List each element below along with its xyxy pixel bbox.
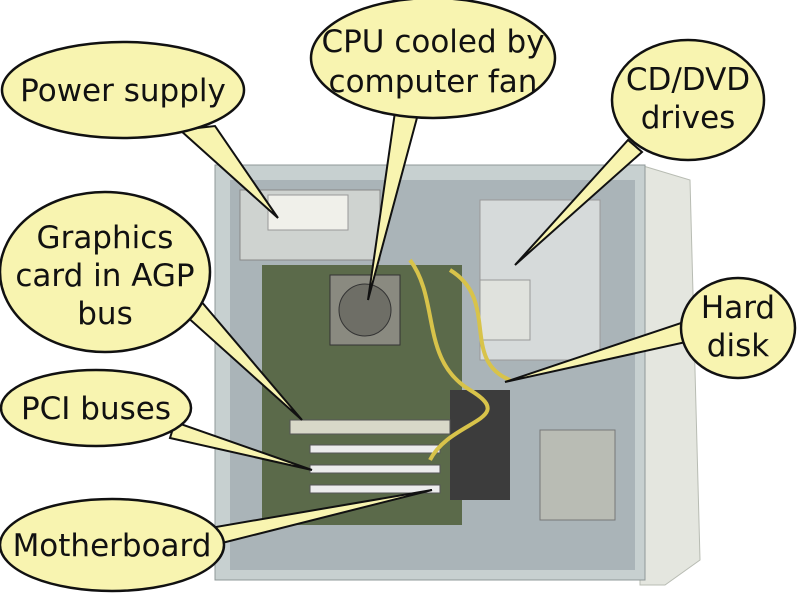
power-supply-bubble [0, 40, 246, 140]
cd-dvd-bubble [610, 38, 766, 162]
graphics-bubble [0, 190, 212, 354]
graphics-label-line3: bus [77, 296, 132, 332]
cpu-bubble [309, 0, 557, 120]
computer-case-photo [214, 164, 701, 586]
motherboard-label: Motherboard [13, 528, 212, 564]
pci-label: PCI buses [21, 391, 171, 427]
cpu-label-line2: computer fan [329, 64, 538, 100]
power-supply-label: Power supply [20, 73, 226, 109]
hard-disk-unit [450, 390, 510, 500]
cd-dvd-pointer [514, 138, 644, 266]
hard-disk-label-line1: Hard [701, 290, 775, 326]
hard-disk-label-line2: disk [707, 328, 769, 364]
motherboard-bubble [0, 497, 226, 593]
graphics-label-line2: card in AGP [15, 258, 194, 294]
cd-dvd-label-line2: drives [641, 100, 736, 136]
cd-dvd-label-line1: CD/DVD [626, 62, 750, 98]
pci-bubble [0, 368, 193, 448]
hard-disk-bubble [679, 276, 797, 380]
graphics-label-line1: Graphics [37, 220, 174, 256]
cpu-label-line1: CPU cooled by [321, 24, 544, 60]
